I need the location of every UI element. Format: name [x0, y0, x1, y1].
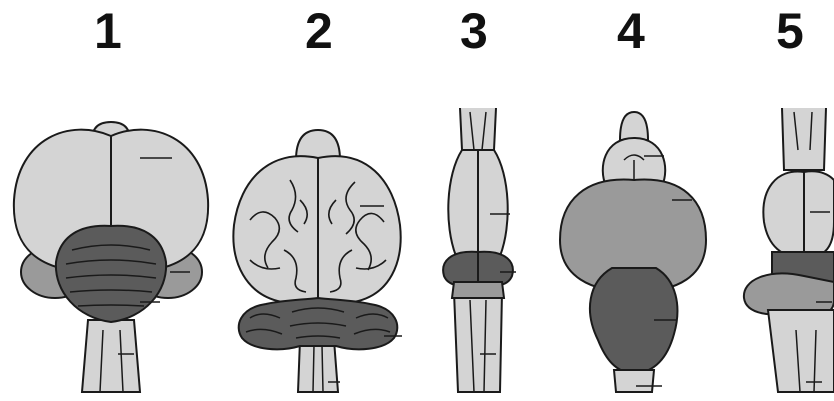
brain-4-olfactory-bulb — [620, 112, 648, 140]
brain-5 — [744, 108, 834, 392]
brain-3-olfactory-tract — [460, 108, 496, 150]
brain-1-spinal-cord — [82, 320, 140, 392]
brain-2-spinal-cord — [298, 340, 338, 392]
brain-3-hindbrain — [452, 282, 504, 298]
brain-3-spinal-cord — [454, 292, 502, 392]
brain-4 — [560, 112, 706, 392]
brain-3 — [443, 108, 516, 392]
brain-4-cerebellum — [590, 268, 677, 374]
brain-5-cerebellum — [744, 273, 834, 314]
brain-1-cerebellum — [56, 226, 166, 322]
brain-5-spinal-cord — [768, 310, 834, 392]
brain-2 — [233, 130, 402, 392]
brain-1 — [14, 122, 208, 392]
brain-5-forebrain — [763, 171, 834, 258]
brain-5-olfactory-tract — [782, 108, 826, 170]
brain-4-spinal-cord — [614, 370, 654, 392]
